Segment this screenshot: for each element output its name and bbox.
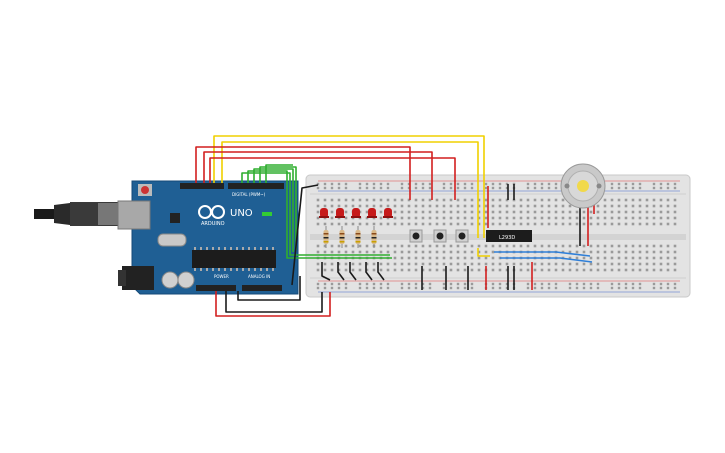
pushbutton-group[interactable]: [409, 229, 469, 243]
led-icon[interactable]: [351, 208, 361, 218]
pushbutton-icon[interactable]: [455, 229, 469, 243]
power-label: POWER: [214, 274, 229, 279]
board-model: UNO: [230, 208, 253, 219]
led-icon[interactable]: [335, 208, 345, 218]
usb-plug-icon: [34, 202, 118, 226]
arduino-logo: ARDUINO: [198, 205, 225, 227]
wires[interactable]: [195, 135, 595, 317]
led-icon[interactable]: [367, 208, 377, 218]
ic-label: L293D: [499, 235, 515, 241]
microcontroller-chip: [192, 247, 276, 271]
resistor-icon: [339, 226, 345, 248]
led-icon[interactable]: [383, 208, 393, 218]
reset-button-icon[interactable]: [138, 184, 152, 196]
breadboard-holes: [316, 182, 677, 290]
motor-icon[interactable]: [560, 163, 606, 209]
analog-label: ANALOG IN: [248, 274, 270, 279]
arduino-board[interactable]: ARDUINO UNO DIGITAL (PWM~) POWER ANALOG …: [34, 180, 299, 295]
pushbutton-icon[interactable]: [433, 229, 447, 243]
resistor-icon: [355, 226, 361, 248]
motor-driver-ic[interactable]: L293D: [486, 230, 532, 242]
digital-label: DIGITAL (PWM~): [232, 192, 266, 197]
led-icon[interactable]: [319, 208, 329, 218]
resistor-icon: [371, 226, 377, 248]
led-group[interactable]: [319, 208, 393, 218]
logo-text: ARDUINO: [201, 221, 225, 227]
resistor-group[interactable]: [323, 226, 377, 248]
pushbutton-icon[interactable]: [409, 229, 423, 243]
resistor-icon: [323, 226, 329, 248]
